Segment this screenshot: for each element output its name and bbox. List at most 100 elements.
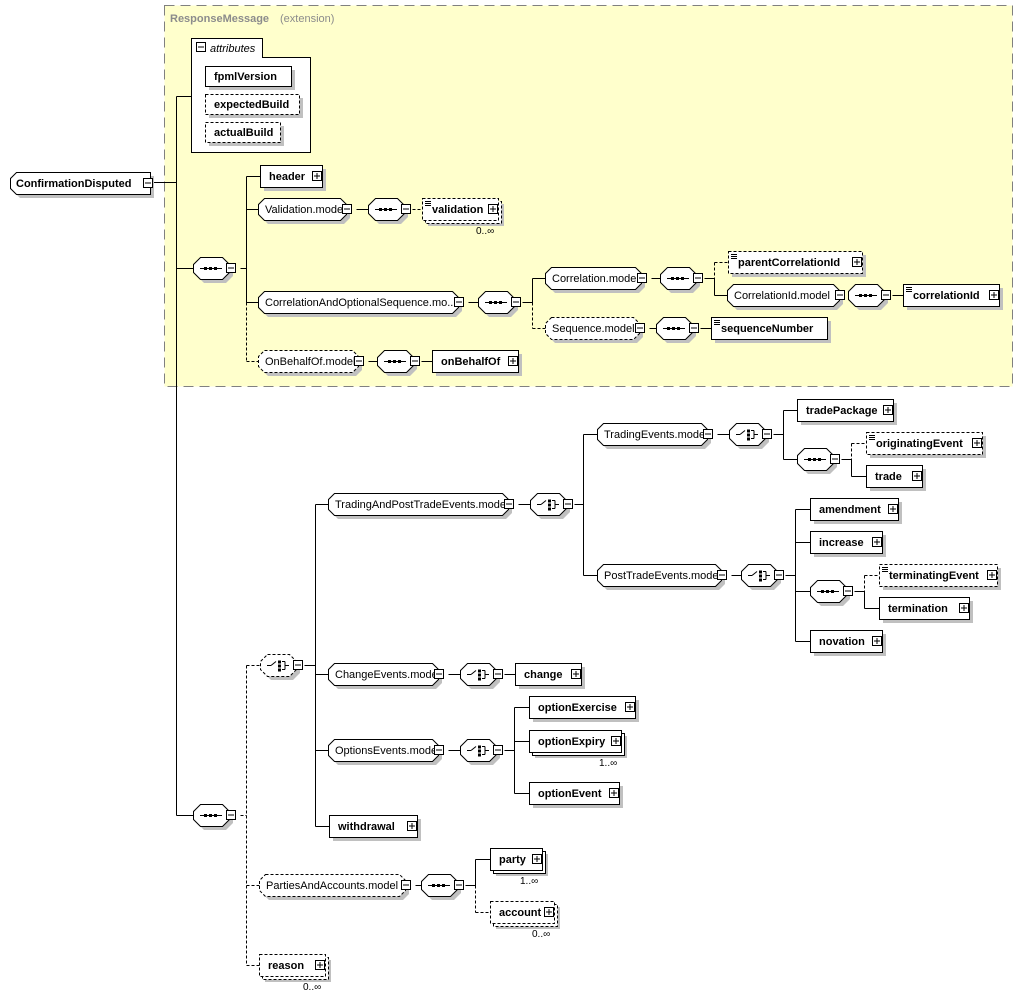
element-change[interactable]: change xyxy=(515,663,586,690)
element-trade-package[interactable]: tradePackage xyxy=(797,399,898,426)
collapse-icon[interactable] xyxy=(717,570,727,580)
element-amendment[interactable]: amendment xyxy=(810,498,903,525)
collapse-icon[interactable] xyxy=(196,42,206,52)
group-sequence-model[interactable]: Sequence.model xyxy=(545,317,644,344)
expand-icon[interactable] xyxy=(852,257,862,267)
collapse-icon[interactable] xyxy=(493,669,503,679)
collapse-icon[interactable] xyxy=(434,669,444,679)
root-element[interactable]: ConfirmationDisputed xyxy=(10,172,155,199)
sequence-compositor[interactable] xyxy=(810,580,851,607)
expand-icon[interactable] xyxy=(532,854,542,864)
sequence-compositor[interactable] xyxy=(797,448,838,475)
collapse-icon[interactable] xyxy=(689,323,699,333)
expand-icon[interactable] xyxy=(972,438,982,448)
collapse-icon[interactable] xyxy=(635,323,645,333)
collapse-icon[interactable] xyxy=(342,204,352,214)
attribute-node[interactable]: expectedBuild xyxy=(205,94,304,119)
expand-icon[interactable] xyxy=(488,204,498,214)
expand-icon[interactable] xyxy=(571,669,581,679)
expand-icon[interactable] xyxy=(407,821,417,831)
collapse-icon[interactable] xyxy=(762,429,772,439)
choice-compositor[interactable] xyxy=(530,493,571,520)
group-on-behalf-of-model[interactable]: OnBehalfOf.model xyxy=(258,350,363,377)
collapse-icon[interactable] xyxy=(293,660,303,670)
expand-icon[interactable] xyxy=(312,171,322,181)
expand-icon[interactable] xyxy=(987,570,997,580)
choice-compositor[interactable] xyxy=(460,739,501,766)
choice-compositor[interactable] xyxy=(729,423,770,450)
collapse-icon[interactable] xyxy=(143,178,153,188)
attribute-node[interactable]: fpmlVersion xyxy=(205,66,296,91)
element-novation[interactable]: novation xyxy=(810,630,887,657)
group-correlation-and-optional-sequence-model[interactable]: CorrelationAndOptionalSequence.mo... xyxy=(258,291,463,318)
expand-icon[interactable] xyxy=(989,290,999,300)
collapse-icon[interactable] xyxy=(830,454,840,464)
sequence-compositor[interactable] xyxy=(193,804,234,831)
collapse-icon[interactable] xyxy=(354,356,364,366)
collapse-icon[interactable] xyxy=(401,204,411,214)
element-originating-event[interactable]: originatingEvent xyxy=(866,432,987,459)
collapse-icon[interactable] xyxy=(454,297,464,307)
element-option-event[interactable]: optionEvent xyxy=(529,782,624,809)
collapse-icon[interactable] xyxy=(563,499,573,509)
collapse-icon[interactable] xyxy=(493,745,503,755)
collapse-icon[interactable] xyxy=(703,429,713,439)
choice-compositor[interactable] xyxy=(260,654,301,681)
collapse-icon[interactable] xyxy=(504,499,514,509)
collapse-icon[interactable] xyxy=(843,586,853,596)
collapse-icon[interactable] xyxy=(693,273,703,283)
expand-icon[interactable] xyxy=(625,702,635,712)
expand-icon[interactable] xyxy=(611,736,621,746)
expand-icon[interactable] xyxy=(959,603,969,613)
group-trading-events-model[interactable]: TradingEvents.model xyxy=(597,423,712,450)
element-parent-correlation-id[interactable]: parentCorrelationId xyxy=(728,251,867,278)
element-option-exercise[interactable]: optionExercise xyxy=(529,696,640,723)
group-options-events-model[interactable]: OptionsEvents.model xyxy=(328,739,443,766)
element-sequence-number[interactable]: sequenceNumber xyxy=(711,317,832,344)
element-termination[interactable]: termination xyxy=(879,597,974,624)
group-correlation-model[interactable]: Correlation.model xyxy=(545,267,646,294)
group-parties-and-accounts-model[interactable]: PartiesAndAccounts.model xyxy=(259,874,410,901)
collapse-icon[interactable] xyxy=(774,570,784,580)
element-on-behalf-of[interactable]: onBehalfOf xyxy=(432,350,523,377)
group-validation-model[interactable]: Validation.model xyxy=(258,198,351,225)
element-increase[interactable]: increase xyxy=(810,531,887,558)
attribute-node[interactable]: actualBuild xyxy=(205,122,285,147)
collapse-icon[interactable] xyxy=(434,745,444,755)
group-post-trade-events-model[interactable]: PostTradeEvents.model xyxy=(597,564,726,591)
choice-compositor[interactable] xyxy=(741,564,782,591)
collapse-icon[interactable] xyxy=(401,880,411,890)
expand-icon[interactable] xyxy=(872,636,882,646)
collapse-icon[interactable] xyxy=(226,263,236,273)
sequence-compositor[interactable] xyxy=(193,257,234,284)
expand-icon[interactable] xyxy=(888,504,898,514)
sequence-compositor[interactable] xyxy=(478,291,519,318)
element-terminating-event[interactable]: terminatingEvent xyxy=(879,564,1002,591)
expand-icon[interactable] xyxy=(609,788,619,798)
sequence-compositor[interactable] xyxy=(660,267,701,294)
sequence-compositor[interactable] xyxy=(848,284,889,311)
expand-icon[interactable] xyxy=(872,537,882,547)
group-trading-and-post-trade-events-model[interactable]: TradingAndPostTradeEvents.model xyxy=(328,493,513,520)
expand-icon[interactable] xyxy=(508,356,518,366)
group-change-events-model[interactable]: ChangeEvents.model xyxy=(328,663,443,690)
expand-icon[interactable] xyxy=(544,907,554,917)
expand-icon[interactable] xyxy=(912,471,922,481)
sequence-compositor[interactable] xyxy=(368,198,409,225)
sequence-compositor[interactable] xyxy=(421,874,462,901)
expand-icon[interactable] xyxy=(315,960,325,970)
element-withdrawal[interactable]: withdrawal xyxy=(329,815,422,842)
collapse-icon[interactable] xyxy=(454,880,464,890)
collapse-icon[interactable] xyxy=(410,356,420,366)
collapse-icon[interactable] xyxy=(881,290,891,300)
sequence-compositor[interactable] xyxy=(377,350,418,377)
expand-icon[interactable] xyxy=(883,405,893,415)
collapse-icon[interactable] xyxy=(226,810,236,820)
element-correlation-id[interactable]: correlationId xyxy=(903,284,1004,311)
group-correlation-id-model[interactable]: CorrelationId.model xyxy=(727,284,844,311)
collapse-icon[interactable] xyxy=(835,290,845,300)
collapse-icon[interactable] xyxy=(637,273,647,283)
